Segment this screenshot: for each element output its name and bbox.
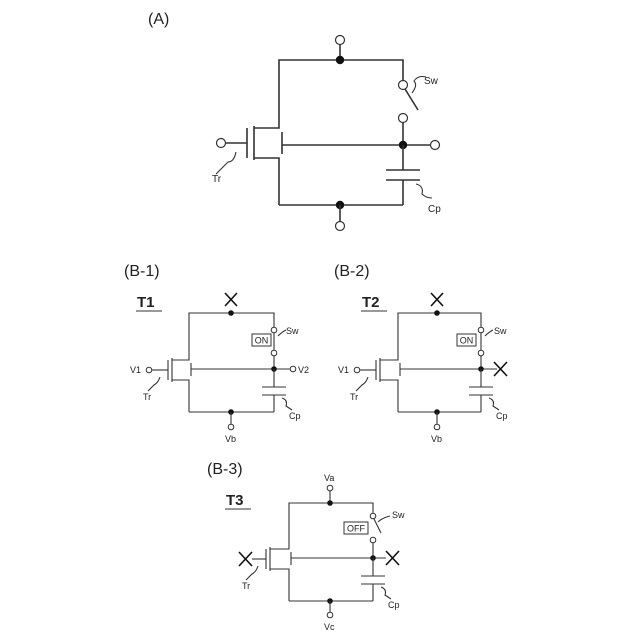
middle-terminal (431, 141, 440, 150)
capacitor-label: Cp (428, 204, 441, 215)
drain-lead (172, 345, 189, 360)
drain-lead (254, 105, 279, 128)
sw-leader (485, 330, 493, 336)
switch-state-on: ON (460, 336, 474, 346)
transistor-label: Tr (242, 581, 250, 591)
capacitor-label: Cp (388, 600, 400, 610)
capacitor-label: Cp (496, 411, 508, 421)
capacitor-label: Cp (289, 411, 301, 421)
circuit-B1: (B-1) T1 ON Sw V1 V2 Tr Cp (124, 263, 309, 444)
cp-leader (282, 398, 292, 410)
tr-leader (356, 377, 368, 391)
gate-voltage-label: V1 (338, 365, 349, 375)
bottom-voltage-label: Vb (225, 434, 236, 444)
switch-lower-contact (271, 350, 277, 356)
transistor-label: Tr (143, 392, 151, 402)
top-junction (336, 56, 344, 64)
figure-B3-label: (B-3) (207, 461, 243, 478)
transistor-label: Tr (212, 174, 222, 185)
switch-label: Sw (494, 326, 507, 336)
switch-blade (405, 89, 418, 110)
bottom-terminal (327, 612, 333, 618)
bottom-terminal (336, 222, 345, 231)
tr-leader (216, 152, 236, 174)
switch-upper-contact (478, 327, 484, 333)
bottom-terminal (228, 424, 234, 430)
figure-B1-label: (B-1) (124, 263, 160, 280)
transistor-label: Tr (350, 392, 358, 402)
bottom-voltage-label: Vc (324, 622, 335, 632)
node-disconnect-cross (386, 551, 399, 565)
top-junction (228, 310, 234, 316)
switch-label: Sw (392, 510, 405, 520)
bottom-terminal (434, 424, 440, 430)
top-wire (279, 60, 403, 105)
gate-voltage-label: V1 (130, 365, 141, 375)
top-junction (327, 500, 333, 506)
top-terminal (336, 36, 345, 45)
circuit-B3: (B-3) T3 Va OFF Sw Tr Cp (207, 461, 405, 632)
sw-leader (378, 516, 390, 522)
circuit-B2: (B-2) T2 ON Sw V1 Tr Cp (334, 263, 508, 444)
top-disconnect-cross (431, 293, 443, 306)
cp-leader (381, 587, 391, 599)
switch-label: Sw (286, 326, 299, 336)
switch-lower-contact (478, 350, 484, 356)
switch-upper-contact (370, 513, 376, 519)
cp-leader (489, 398, 499, 410)
switch-state-off: OFF (347, 524, 365, 534)
switch-state-on: ON (255, 336, 269, 346)
switch-label: Sw (424, 76, 439, 87)
gate-terminal (146, 367, 152, 373)
circuit-A: (A) Sw Tr Cp (148, 11, 441, 231)
switch-blade-open (374, 519, 381, 533)
drain-lead (380, 345, 398, 360)
switch-upper-contact (271, 327, 277, 333)
tr-leader (148, 377, 160, 391)
gate-terminal (354, 367, 360, 373)
top-disconnect-cross (225, 293, 237, 306)
bottom-voltage-label: Vb (431, 434, 442, 444)
top-terminal (327, 485, 333, 491)
switch-lower-contact (370, 537, 376, 543)
figure-A-label: (A) (148, 11, 169, 28)
timing-T3: T3 (226, 492, 244, 509)
tr-leader (246, 566, 258, 580)
node-terminal (290, 366, 296, 372)
timing-T1: T1 (137, 294, 155, 311)
switch-lower-contact (399, 114, 408, 123)
top-voltage-label: Va (324, 473, 334, 483)
sw-leader (278, 330, 286, 336)
source-lead (270, 569, 289, 601)
source-lead (254, 158, 279, 205)
node-voltage-label: V2 (298, 365, 309, 375)
gate-disconnect-cross (239, 552, 252, 566)
figure-B2-label: (B-2) (334, 263, 370, 280)
source-lead (172, 380, 189, 412)
source-lead (380, 380, 398, 412)
top-junction (434, 310, 440, 316)
timing-T2: T2 (362, 294, 380, 311)
cp-leader (416, 184, 432, 198)
drain-lead (270, 541, 289, 549)
gate-terminal (217, 139, 226, 148)
switch-upper-contact (399, 81, 408, 90)
